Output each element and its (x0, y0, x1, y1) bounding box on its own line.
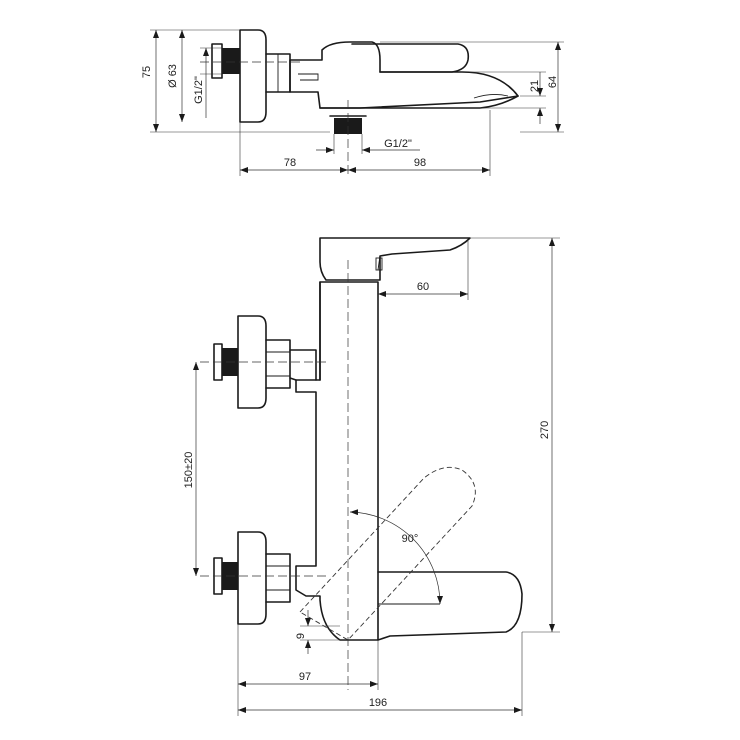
dim-top-spout-height: 64 (547, 76, 559, 88)
front-spout (377, 571, 523, 641)
top-inlet-thread (222, 48, 240, 74)
dim-top-spout-small: 21 (529, 80, 541, 92)
dim-top-width-left: 78 (284, 157, 296, 169)
top-inlet-nut (211, 43, 223, 79)
dim-top-diameter: Ø 63 (167, 64, 179, 88)
dim-front-total-width: 196 (369, 697, 387, 709)
front-upper-nut (265, 339, 291, 389)
front-upper-flange (237, 315, 267, 409)
top-view: 75 Ø 63 G1/2" 64 21 G1/2" 78 98 (141, 29, 564, 176)
top-wall-flange (239, 29, 267, 123)
front-body-column (295, 281, 379, 641)
dim-top-thread-bottom: G1/2" (384, 138, 412, 150)
front-lower-nut (265, 553, 291, 603)
dim-front-gap: 9 (295, 633, 307, 639)
dim-front-total-height: 270 (539, 421, 551, 439)
front-view: 90° 60 270 150±20 9 97 196 (183, 237, 560, 716)
top-mixer-body (289, 41, 519, 109)
dim-top-height: 75 (141, 66, 153, 78)
dim-front-depth: 97 (299, 671, 311, 683)
top-lever (351, 43, 470, 73)
dim-top-width-right: 98 (414, 157, 426, 169)
dim-front-spout-reach: 60 (417, 281, 429, 293)
front-angle-arc (349, 509, 443, 605)
dim-front-angle: 90° (402, 533, 419, 545)
front-spout-rotated-ghost (299, 466, 476, 641)
front-lower-flange (237, 531, 267, 625)
front-lever (319, 237, 471, 281)
dim-front-inlet-spacing: 150±20 (183, 452, 195, 489)
dim-top-thread-left: G1/2" (193, 76, 205, 104)
